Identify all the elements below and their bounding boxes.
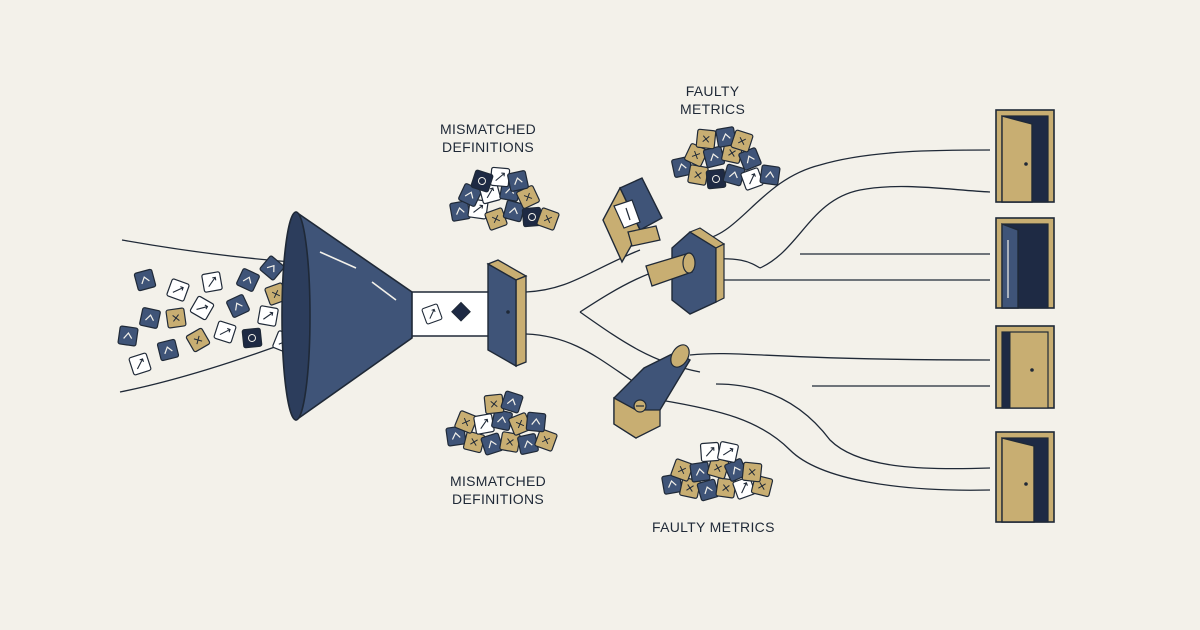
data-tile: [165, 307, 187, 329]
tile-pile-icon: [670, 125, 781, 192]
label-line: FAULTY: [685, 83, 740, 99]
data-tile: [213, 320, 237, 344]
tile-pile-icon: [660, 440, 774, 502]
tile-pile-icon: [448, 166, 561, 232]
data-tile: [200, 270, 224, 294]
data-tile: [189, 295, 215, 321]
funnel-icon: [281, 211, 506, 421]
data-tile: [128, 352, 152, 376]
data-tile: [235, 267, 261, 293]
data-tile: [225, 293, 251, 319]
gate-valve-icon: [486, 259, 528, 368]
data-tile: [165, 277, 191, 303]
label-line: DEFINITIONS: [442, 139, 535, 155]
tile-pile-icon: [445, 390, 559, 456]
data-tile: [185, 327, 211, 353]
label-line: FAULTY METRICS: [652, 519, 775, 535]
data-tile: [241, 327, 263, 349]
data-tile: [117, 325, 139, 347]
sorting-arm-icon: [613, 344, 691, 439]
door-icon: [995, 431, 1055, 523]
data-tile: [133, 268, 157, 292]
door-icon: [995, 217, 1055, 309]
label-mismatched-definitions-top: MISMATCHED DEFINITIONS: [440, 120, 536, 156]
branch-channels: [525, 149, 991, 491]
incoming-tiles: [117, 254, 310, 376]
label-mismatched-definitions-bottom: MISMATCHED DEFINITIONS: [450, 472, 546, 508]
door-icon: [995, 109, 1055, 203]
label-faulty-metrics-bottom: FAULTY METRICS: [652, 518, 775, 536]
label-line: METRICS: [680, 101, 746, 117]
label-faulty-metrics-top: FAULTY METRICS: [680, 82, 745, 118]
data-tile: [156, 338, 180, 362]
sorting-arm-icon: [602, 177, 663, 264]
label-line: DEFINITIONS: [452, 491, 545, 507]
data-tile: [256, 304, 280, 328]
label-line: MISMATCHED: [450, 473, 547, 489]
data-tile: [138, 306, 162, 330]
label-line: MISMATCHED: [440, 121, 537, 137]
door-icon: [995, 325, 1055, 409]
sorting-arm-icon: [645, 227, 726, 315]
